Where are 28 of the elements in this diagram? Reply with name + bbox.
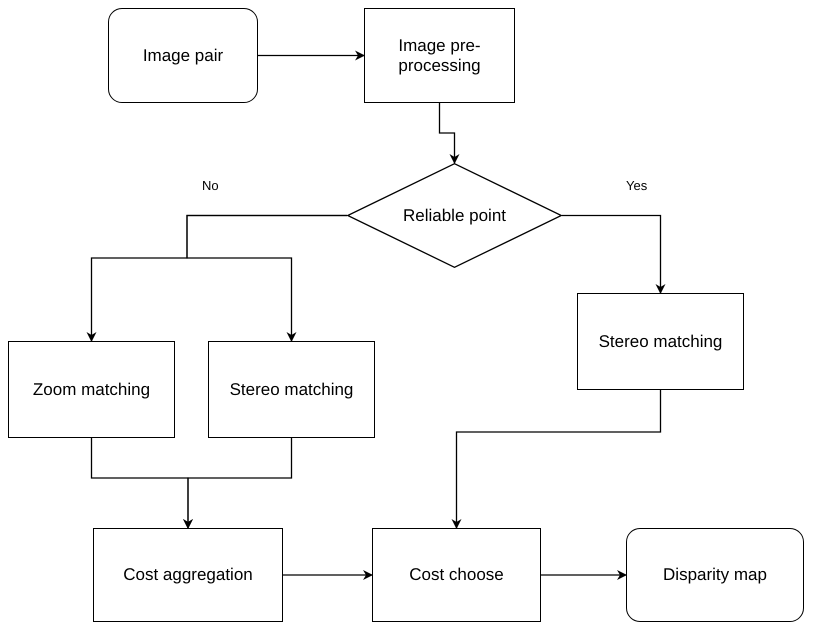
arrow [183, 438, 292, 529]
edge-label: No [200, 178, 221, 193]
node-label: Cost choose [409, 565, 504, 585]
node-label: Image pair [142, 46, 224, 66]
edge-label: Yes [624, 178, 650, 193]
decision-diamond [347, 163, 562, 268]
arrow [541, 570, 627, 580]
process-box [208, 341, 375, 438]
node-label: Reliable point [402, 206, 506, 226]
process-box [93, 528, 283, 622]
arrow [452, 390, 662, 529]
node-label: Cost aggregation [123, 565, 253, 585]
arrow [283, 570, 373, 580]
process-box [577, 293, 744, 390]
node-label: Image pre-processing [397, 36, 482, 76]
arrow [562, 214, 666, 294]
node-label: Disparity map [663, 565, 767, 585]
arrow [258, 50, 365, 60]
arrow [186, 214, 347, 342]
process-box [364, 8, 515, 103]
process-box [8, 341, 175, 438]
arrow [438, 103, 460, 164]
terminal-box [626, 528, 804, 622]
process-box [372, 528, 541, 622]
terminal-box [108, 8, 258, 103]
node-label: Stereo matching [598, 332, 722, 352]
node-label: Zoom matching [32, 380, 150, 400]
node-label: Stereo matching [230, 380, 354, 400]
